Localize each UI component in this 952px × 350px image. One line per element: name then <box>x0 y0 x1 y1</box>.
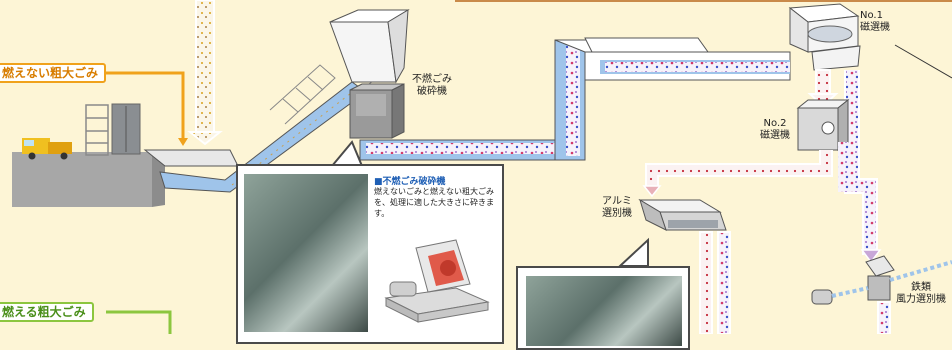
crusher-photo <box>244 174 368 332</box>
crusher-callout-pointer <box>329 140 364 167</box>
green-feed-line <box>106 310 172 334</box>
aluminum-photo <box>526 276 682 346</box>
aluminum-separator-machine <box>638 198 727 231</box>
iron-output-chute <box>877 301 891 334</box>
magnet1-label: No.1 磁選機 <box>860 10 890 33</box>
magnet1-to-magnet2-chute <box>815 69 831 97</box>
aluminum-callout-pointer <box>617 237 649 267</box>
orange-feed-arrow <box>178 138 188 146</box>
magnet1-machine <box>788 3 861 71</box>
aluminum-callout <box>516 266 690 350</box>
burnable-bulky-waste-label: 燃える粗大ごみ <box>0 302 94 322</box>
platform-side <box>152 152 165 207</box>
orange-feed-line <box>106 71 185 140</box>
platform-front <box>12 152 152 207</box>
crusher-machine <box>349 83 405 139</box>
crusher-callout-title: ■不燃ごみ破砕機 <box>374 177 446 187</box>
input-chute <box>195 0 215 135</box>
chute-arrow-head <box>187 131 223 146</box>
aluminum-label: アルミ 選別機 <box>602 196 632 219</box>
crusher-callout: ■不燃ごみ破砕機 燃えないごみと燃えない粗大ごみを、処理に適した大きさに砕きます… <box>236 164 504 344</box>
magnet1-pointer-line <box>894 44 952 79</box>
shelf-illustration <box>85 104 109 156</box>
truck-illustration <box>22 138 72 160</box>
magnet2-machine <box>796 98 850 152</box>
nonburnable-bulky-waste-label: 燃えない粗大ごみ <box>0 63 107 83</box>
crusher-callout-description: 燃えないごみと燃えない粗大ごみを、処理に適した大きさに砕きます。 <box>374 187 494 218</box>
aluminum-output-chute-1 <box>699 231 713 334</box>
aluminum-output-chute-2 <box>717 231 731 334</box>
magnet2-side-chute <box>838 142 848 192</box>
crusher-label: 不燃ごみ 破砕機 <box>412 74 452 97</box>
iron-wind-label: 鉄類 風力選別機 <box>896 282 946 305</box>
process-flow-diagram <box>12 0 952 334</box>
crusher-3d-illustration <box>384 239 490 323</box>
iron-wind-separator-machine <box>811 255 952 305</box>
magnet2-label: No.2 磁選機 <box>760 118 790 141</box>
